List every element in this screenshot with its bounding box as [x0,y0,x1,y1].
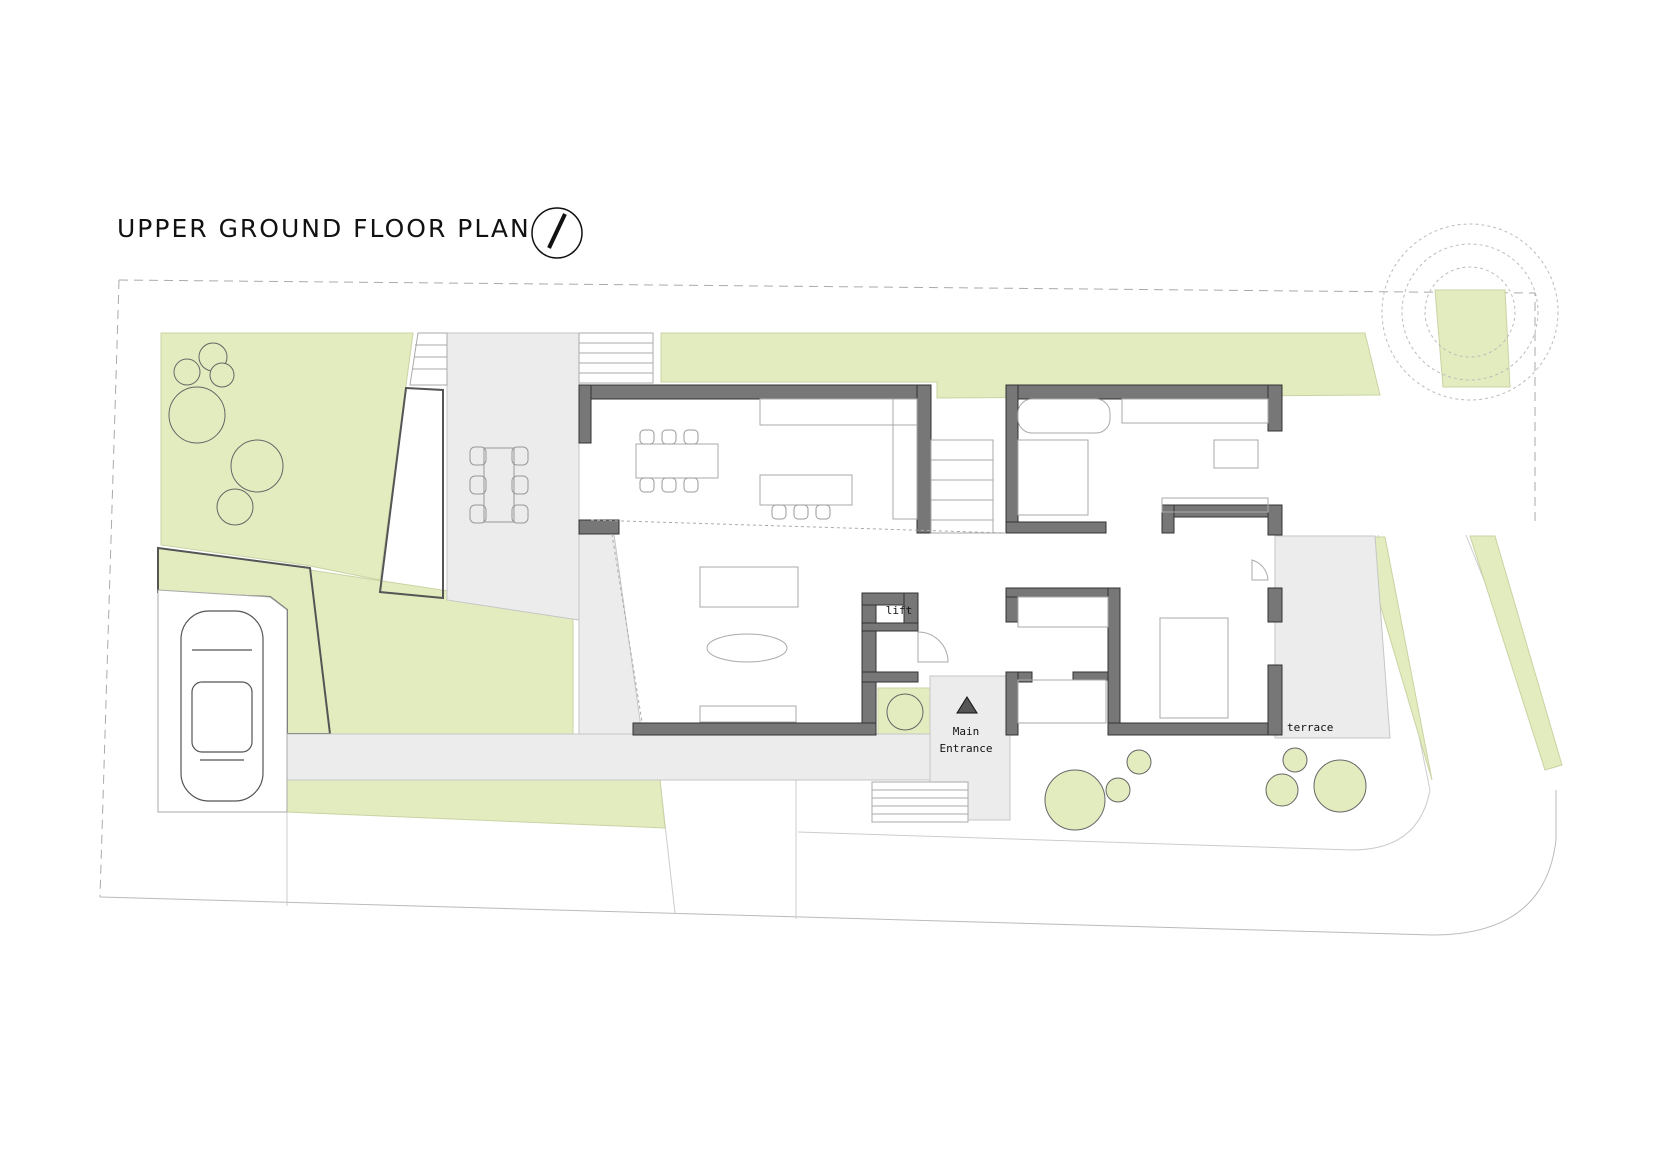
wall [1267,384,1283,432]
wall [578,519,620,535]
shrubs-west [168,342,284,526]
garden-north-east-bed [1434,289,1511,388]
wardrobe-mid [1017,596,1109,628]
tree-icon [1381,223,1559,401]
rug [706,633,788,663]
wall [861,592,877,724]
outdoor-table [469,446,529,524]
wall [1267,587,1283,623]
interior-lines [590,398,1269,724]
dining-table [635,443,719,479]
bathtub [1017,398,1111,434]
wardrobe-south [1161,497,1269,513]
wall [578,384,932,400]
sofa [699,566,799,608]
label-entrance-line1: Main [953,725,980,738]
bed [1159,617,1229,719]
paving-entrance [286,733,1011,781]
wall [1005,671,1019,736]
driveway-north [446,332,580,621]
house-walls [578,384,1283,736]
wall [1267,504,1283,536]
garden-south-west [286,779,666,829]
steps-north [578,332,654,384]
entrance-marker-icon [956,696,978,714]
wall [1161,504,1283,518]
road-kerb-inner [797,534,1431,851]
stair [930,439,994,534]
label-entrance-line2: Entrance [940,742,993,755]
site-boundary-west [99,279,120,898]
wall [1267,664,1283,736]
wall [1005,587,1117,598]
bath-floor [1017,439,1089,516]
wall [861,622,919,632]
wall [861,671,919,683]
steps-west [409,332,448,386]
door-swing [917,631,949,663]
wall [1107,587,1121,736]
terrace-east [1274,535,1391,739]
road-kerb [99,790,1557,936]
shower-room [1017,679,1107,724]
plan-title: UPPER GROUND FLOOR PLAN [117,214,531,243]
wall [1005,384,1283,400]
tv-unit [699,705,797,723]
wall [578,384,592,444]
north-arrow-icon [531,207,583,259]
wardrobe-north [1121,398,1269,424]
garden-east-strip [1469,535,1563,771]
desk [1213,439,1259,469]
steps-south [871,781,969,823]
wall [1005,384,1019,534]
kitchen-island [759,474,853,506]
wall [916,384,932,534]
shrubs-east [886,693,1367,831]
dining-chairs [639,429,831,520]
wall [1161,504,1175,534]
door-swing [1251,559,1269,581]
car-icon [180,610,264,802]
wall [1107,722,1283,736]
wall [1005,521,1107,534]
kitchen-counter-side [892,398,918,520]
garden-north [660,332,1381,399]
label-lift: lift [886,604,913,617]
planter-west-narrow [378,386,444,600]
label-terrace: terrace [1287,721,1333,734]
wall [632,722,877,736]
